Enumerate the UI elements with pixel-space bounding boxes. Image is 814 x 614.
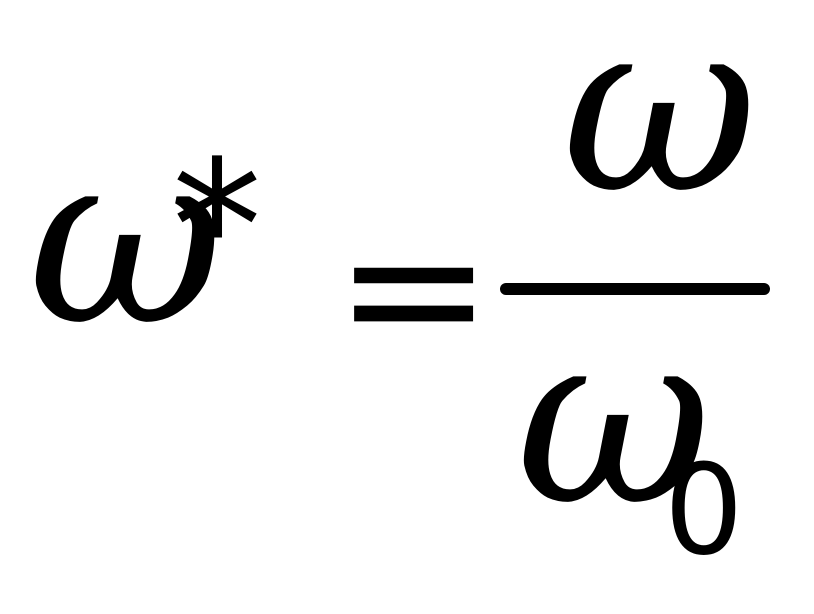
equals-sign: = — [334, 178, 494, 399]
fraction-bar — [500, 283, 770, 295]
denominator-subscript-zero: 0 — [664, 438, 744, 583]
lhs-star-superscript: * — [172, 123, 262, 332]
denominator-omega-symbol: ω — [516, 278, 712, 558]
lhs-omega-symbol: ω — [28, 98, 224, 378]
numerator-omega-symbol: ω — [562, 0, 758, 246]
